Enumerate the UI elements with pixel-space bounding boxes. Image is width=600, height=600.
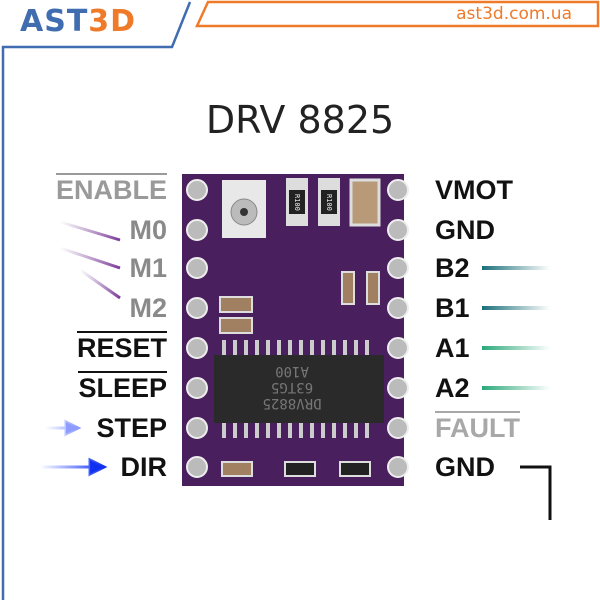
gnd-wire: [520, 465, 552, 520]
chip-leg: [354, 340, 358, 356]
pin-label-gnd: GND: [435, 452, 495, 482]
chip-leg: [244, 340, 248, 356]
chip-marking: DRV8825 63TG5 A100: [262, 363, 322, 411]
coil-wire: [482, 346, 550, 350]
chip-leg: [365, 340, 369, 356]
chip-leg: [266, 340, 270, 356]
pin-label-b2: B2: [435, 253, 470, 283]
chip-legs: [222, 340, 369, 438]
pin-hole: [186, 257, 208, 279]
pin-hole: [387, 417, 409, 439]
capacitor: [349, 178, 381, 227]
pin-hole: [186, 219, 208, 241]
pin-label-reset: RESET: [76, 331, 167, 363]
microstep-wire: [59, 246, 121, 270]
pin-hole: [186, 337, 208, 359]
chip-leg: [354, 422, 358, 438]
chip-leg: [321, 422, 325, 438]
header-frame-left: [1, 1, 192, 600]
coil-wire: [482, 266, 550, 270]
page-title: DRV 8825: [205, 98, 395, 142]
chip-leg: [288, 422, 292, 438]
pin-label-vmot: VMOT: [435, 175, 513, 205]
pin-hole: [186, 179, 208, 201]
chip-leg: [233, 422, 237, 438]
step-arrow-icon: [45, 419, 82, 437]
chip-leg: [288, 340, 292, 356]
microstep-wire: [79, 268, 121, 300]
chip-leg: [343, 340, 347, 356]
brand-logo[interactable]: AST3D: [20, 4, 137, 39]
pin-hole: [387, 219, 409, 241]
chip-leg: [277, 422, 281, 438]
chip-leg: [244, 422, 248, 438]
driver-chip: [214, 355, 384, 423]
chip-leg: [332, 422, 336, 438]
pin-label-b1: B1: [435, 293, 470, 323]
pin-hole: [387, 257, 409, 279]
chip-leg: [255, 422, 259, 438]
chip-leg: [365, 422, 369, 438]
pin-label-m0: M0: [129, 215, 167, 245]
dir-arrow-icon: [40, 457, 108, 477]
chip-leg: [255, 340, 259, 356]
chip-leg: [222, 422, 226, 438]
pin-hole: [186, 377, 208, 399]
chip-leg: [310, 422, 314, 438]
pin-hole: [186, 456, 208, 478]
chip-leg: [299, 340, 303, 356]
pin-hole: [387, 297, 409, 319]
pin-hole: [387, 377, 409, 399]
pin-label-a1: A1: [435, 333, 470, 363]
header-frame-right: [195, 0, 600, 28]
chip-leg: [310, 340, 314, 356]
pin-label-step: STEP: [96, 413, 167, 443]
chip-leg: [222, 340, 226, 356]
resistor-marking-1: R100: [293, 193, 301, 211]
coil-wire: [482, 306, 550, 310]
chip-leg: [299, 422, 303, 438]
pin-label-dir: DIR: [120, 452, 168, 482]
chip-leg: [332, 340, 336, 356]
pin-label-m2: M2: [129, 293, 167, 323]
pin-label-gnd: GND: [435, 215, 495, 245]
chip-leg: [233, 340, 237, 356]
coil-wire: [482, 386, 550, 390]
chip-leg: [266, 422, 270, 438]
pin-label-sleep: SLEEP: [78, 371, 167, 403]
pin-label-m1: M1: [129, 253, 167, 283]
pin-label-enable: ENABLE: [55, 173, 167, 205]
pin-hole: [186, 297, 208, 319]
pin-hole: [186, 417, 208, 439]
pin-hole: [387, 179, 409, 201]
chip-leg: [321, 340, 325, 356]
pin-label-fault: FAULT: [435, 411, 520, 443]
pin-hole: [387, 337, 409, 359]
pin-hole: [387, 456, 409, 478]
chip-leg: [343, 422, 347, 438]
website-link[interactable]: ast3d.com.ua: [456, 4, 572, 24]
chip-leg: [277, 340, 281, 356]
resistor-marking-2: R100: [325, 193, 333, 211]
microstep-wire: [59, 220, 121, 242]
pin-label-a2: A2: [435, 373, 470, 403]
